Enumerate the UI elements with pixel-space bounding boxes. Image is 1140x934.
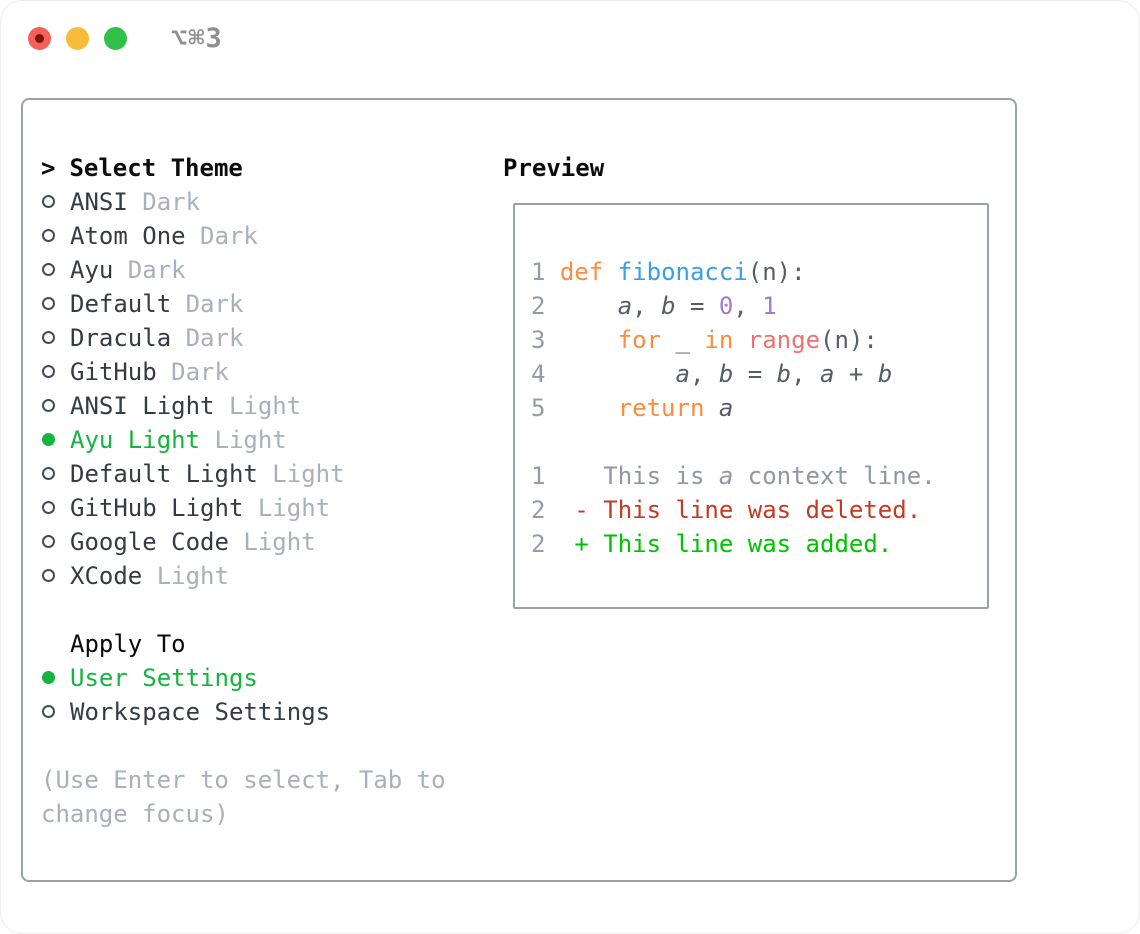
option-variant-label: Light: [228, 528, 316, 556]
theme-option-github-light[interactable]: GitHub Light Light: [41, 491, 446, 525]
radio-unselected-icon: [42, 535, 55, 548]
traffic-lights: [28, 27, 127, 50]
radio-unselected-icon: [42, 399, 55, 412]
radio-unselected-icon: [42, 569, 55, 582]
option-label: Ayu Light: [70, 426, 201, 454]
apply-option-user-settings[interactable]: User Settings: [41, 661, 446, 695]
radio-unselected-icon: [42, 297, 55, 310]
select-theme-header: > Select Theme: [41, 151, 446, 185]
hint-line: (Use Enter to select, Tab to: [41, 766, 446, 794]
code-line: 5 return a: [531, 394, 734, 422]
option-variant-label: Dark: [113, 256, 186, 284]
code-line: [531, 425, 987, 459]
code-line: 2 a, b = 0, 1: [531, 292, 777, 320]
code-line: 1 This is a context line.: [531, 462, 936, 490]
option-label: Default: [70, 290, 172, 318]
theme-option-ayu-light[interactable]: Ayu Light Light: [41, 423, 446, 457]
code-line: 2 + This line was added.: [531, 530, 893, 558]
option-label: GitHub Light: [70, 494, 244, 522]
code-preview: 1 def fibonacci(n): 2 a, b = 0, 1 3 for _ …: [531, 255, 987, 561]
option-label: Google Code: [70, 528, 229, 556]
theme-option-xcode[interactable]: XCode Light: [41, 559, 446, 593]
option-label: ANSI Light: [70, 392, 215, 420]
zoom-traffic-light-icon[interactable]: [104, 27, 127, 50]
close-traffic-light-icon[interactable]: [28, 27, 51, 50]
window-title: ⌥⌘3: [171, 23, 223, 54]
option-variant-label: Dark: [171, 290, 244, 318]
theme-option-google-code[interactable]: Google Code Light: [41, 525, 446, 559]
select-theme-title: Select Theme: [69, 154, 243, 182]
option-label: Atom One: [70, 222, 186, 250]
code-line: 1 def fibonacci(n):: [531, 258, 806, 286]
radio-unselected-icon: [42, 365, 55, 378]
theme-option-ansi[interactable]: ANSI Dark: [41, 185, 446, 219]
prompt-caret-icon: >: [41, 154, 56, 182]
theme-option-ansi-light[interactable]: ANSI Light Light: [41, 389, 446, 423]
preview-box: 1 def fibonacci(n): 2 a, b = 0, 1 3 for _ …: [513, 203, 989, 609]
radio-unselected-icon: [42, 263, 55, 276]
option-variant-label: Light: [257, 460, 345, 488]
option-variant-label: Dark: [185, 222, 258, 250]
option-variant-label: Light: [214, 392, 302, 420]
option-variant-label: Light: [200, 426, 287, 454]
theme-option-github[interactable]: GitHub Dark: [41, 355, 446, 389]
option-label: Default Light: [70, 460, 258, 488]
theme-option-atom-one[interactable]: Atom One Dark: [41, 219, 446, 253]
radio-unselected-icon: [42, 331, 55, 344]
preview-title: Preview: [503, 154, 605, 182]
code-line: 4 a, b = b, a + b: [531, 360, 893, 388]
hint-line: change focus): [41, 800, 229, 828]
radio-unselected-icon: [42, 467, 55, 480]
radio-selected-icon: [42, 433, 55, 446]
hint-text: (Use Enter to select, Tab to change focus…: [41, 763, 446, 831]
option-label: User Settings: [70, 664, 258, 692]
minimize-traffic-light-icon[interactable]: [66, 27, 89, 50]
option-label: GitHub: [70, 358, 157, 386]
option-label: ANSI: [70, 188, 128, 216]
radio-unselected-icon: [42, 229, 55, 242]
apply-to-header: Apply To: [70, 630, 186, 658]
theme-option-ayu[interactable]: Ayu Dark: [41, 253, 446, 287]
radio-unselected-icon: [42, 501, 55, 514]
option-label: Workspace Settings: [70, 698, 331, 726]
radio-selected-icon: [42, 671, 55, 684]
option-label: Ayu: [70, 256, 114, 284]
option-variant-label: Light: [243, 494, 331, 522]
radio-unselected-icon: [42, 195, 55, 208]
theme-option-default-light[interactable]: Default Light Light: [41, 457, 446, 491]
code-line: 2 - This line was deleted.: [531, 496, 922, 524]
theme-option-dracula[interactable]: Dracula Dark: [41, 321, 446, 355]
option-label: XCode: [70, 562, 143, 590]
option-variant-label: Dark: [171, 324, 244, 352]
option-variant-label: Dark: [156, 358, 229, 386]
option-variant-label: Dark: [127, 188, 201, 216]
code-line: 3 for _ in range(n):: [531, 326, 878, 354]
titlebar: ⌥⌘3: [1, 1, 1139, 76]
apply-option-workspace-settings[interactable]: Workspace Settings: [41, 695, 446, 729]
theme-option-default[interactable]: Default Dark: [41, 287, 446, 321]
option-label: Dracula: [70, 324, 172, 352]
radio-unselected-icon: [42, 705, 55, 718]
option-variant-label: Light: [142, 562, 229, 590]
